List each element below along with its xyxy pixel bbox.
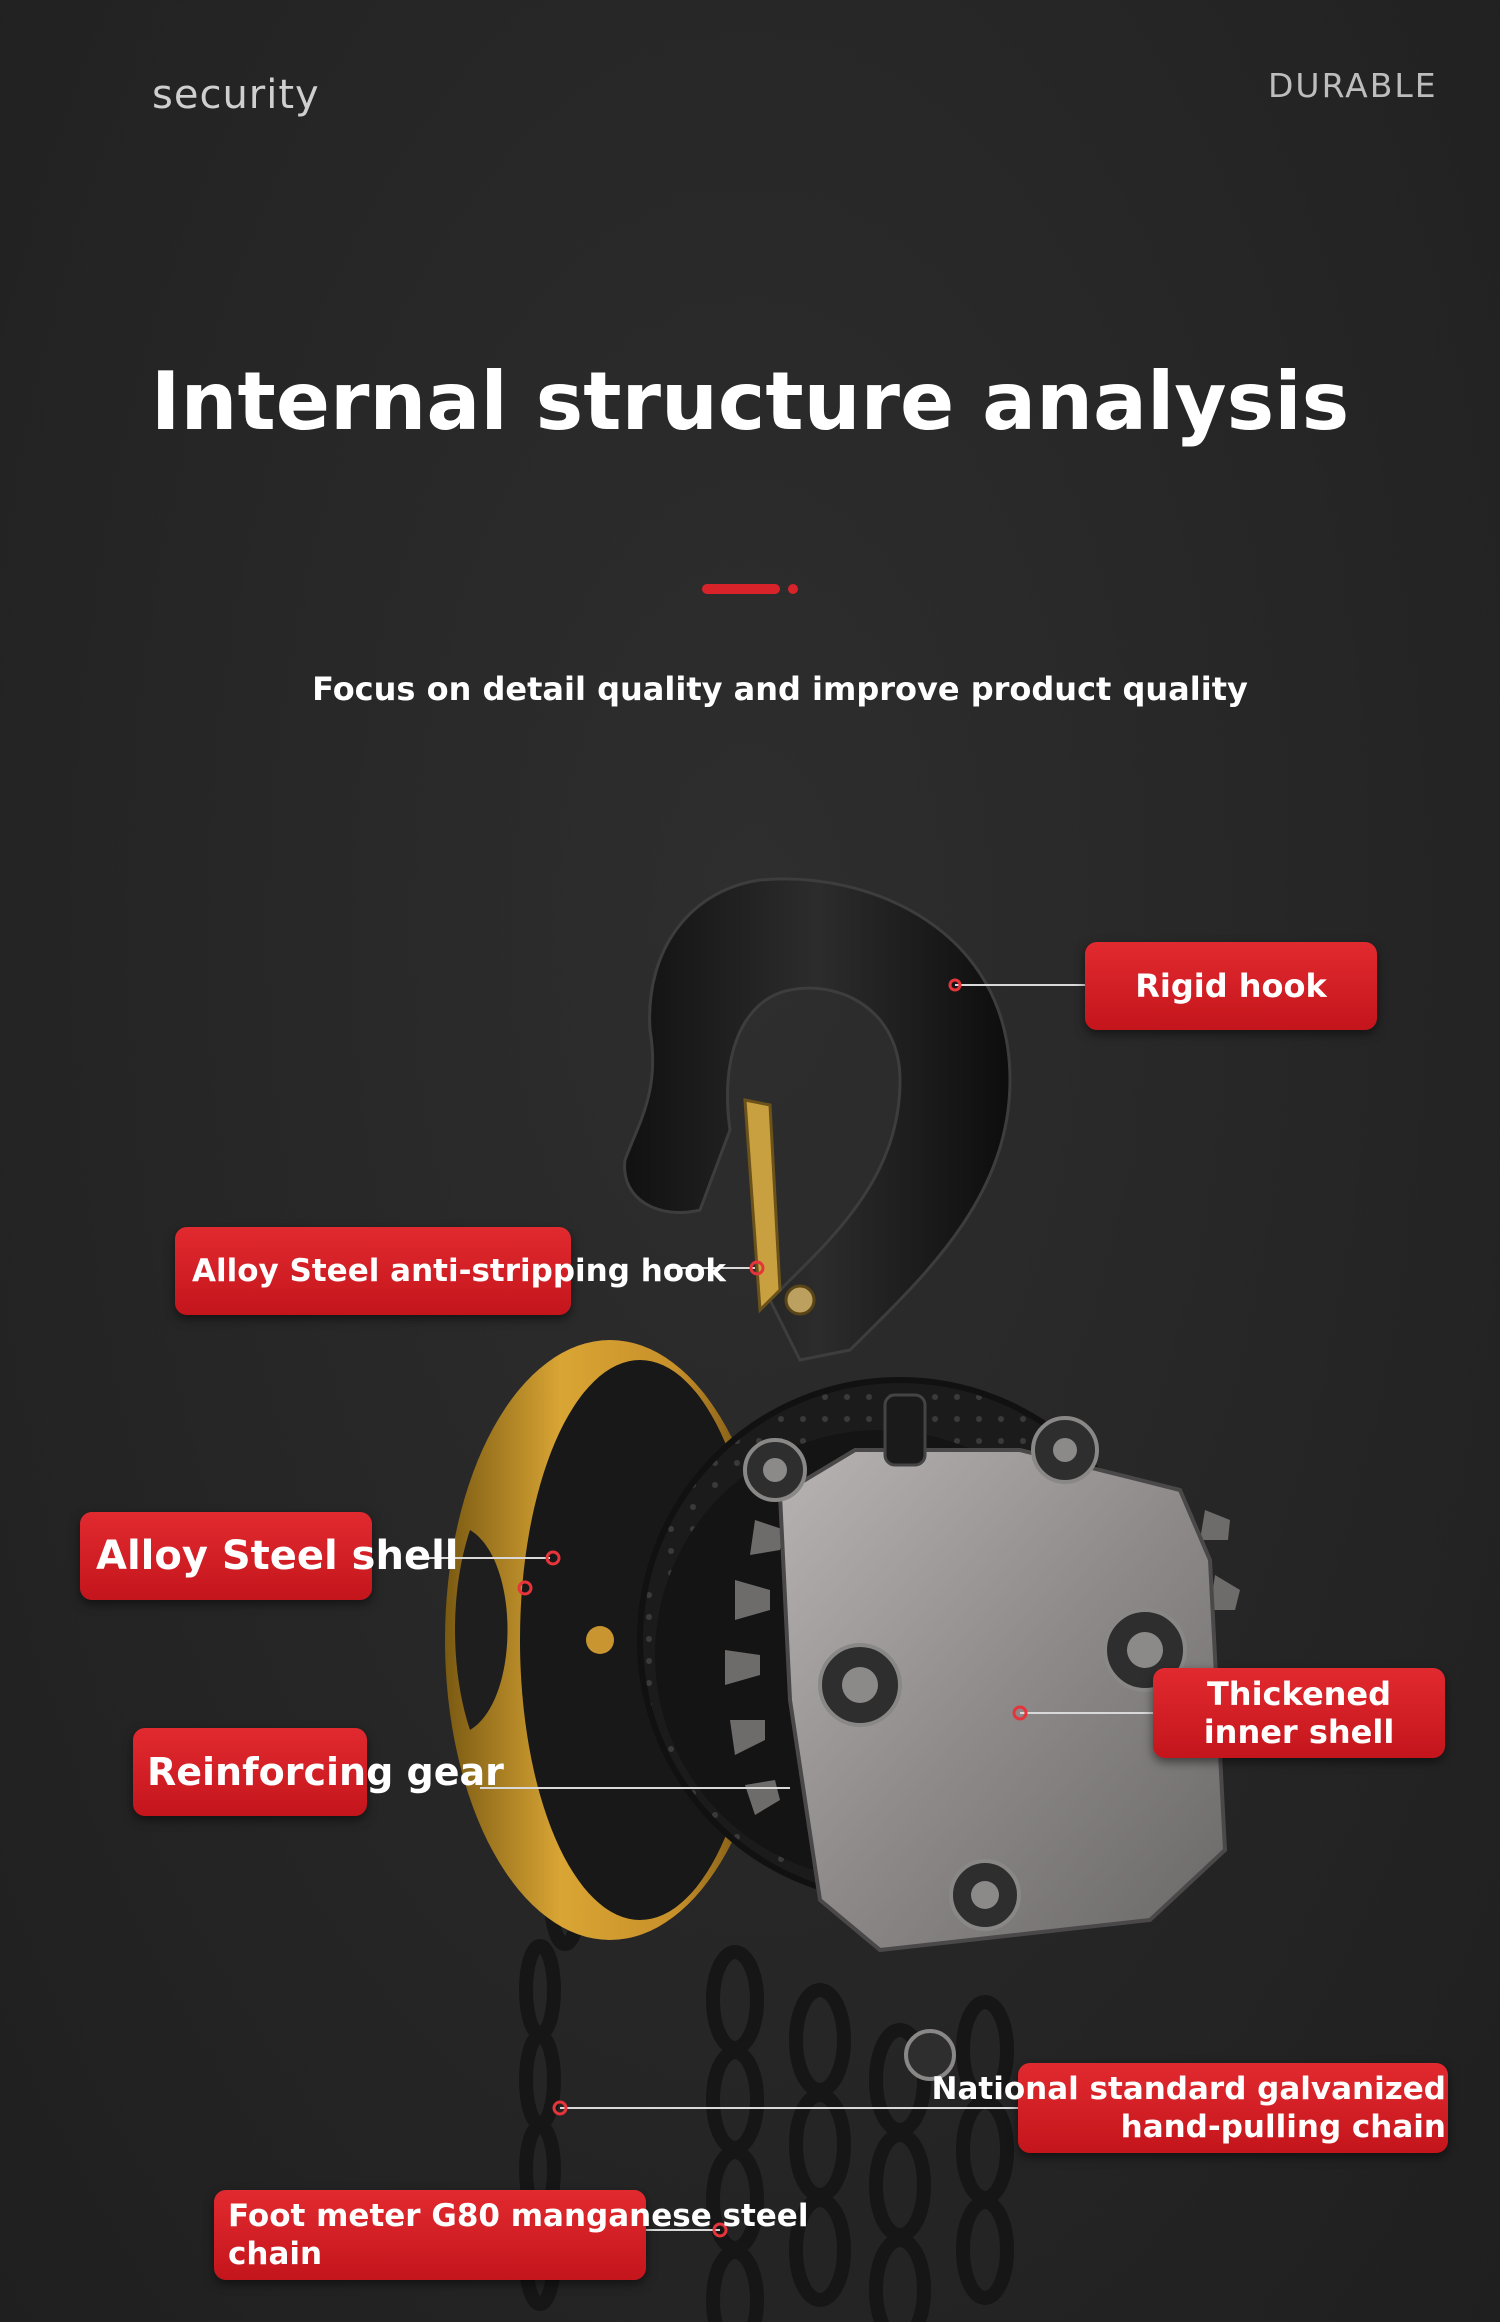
callout-label: Alloy Steel anti-stripping hook (192, 1253, 726, 1289)
title-divider-dot (788, 584, 798, 594)
callout-label: Rigid hook (1135, 967, 1327, 1005)
callout-label-line1: National standard galvanized (931, 2071, 1446, 2107)
callout-g80-chain: Foot meter G80 manganese steel chain (214, 2190, 808, 2280)
callout-label-line2: hand-pulling chain (1120, 2109, 1446, 2145)
callout-label: Alloy Steel shell (96, 1533, 459, 1579)
callout-hand-pulling-chain: National standard galvanized hand-pullin… (932, 2063, 1448, 2153)
security-tag: security (152, 72, 320, 118)
callout-thickened-inner-shell: Thickened inner shell (1153, 1668, 1445, 1758)
callout-rigid-hook: Rigid hook (1085, 942, 1377, 1030)
page-title: Internal structure analysis (150, 355, 1350, 448)
page-subtitle: Focus on detail quality and improve prod… (312, 670, 1248, 708)
callout-anti-stripping-hook: Alloy Steel anti-stripping hook (175, 1227, 726, 1315)
durable-tag: DURABLE (1268, 66, 1438, 105)
callout-label: Reinforcing gear (147, 1750, 504, 1794)
title-divider (702, 584, 780, 594)
callout-alloy-shell: Alloy Steel shell (80, 1512, 459, 1600)
callout-label-line2: inner shell (1203, 1713, 1395, 1751)
callout-label-line2: chain (228, 2236, 323, 2272)
callout-label-line1: Thickened (1206, 1675, 1392, 1713)
callout-label-line1: Foot meter G80 manganese steel (228, 2198, 809, 2234)
callout-reinforcing-gear: Reinforcing gear (133, 1728, 504, 1816)
